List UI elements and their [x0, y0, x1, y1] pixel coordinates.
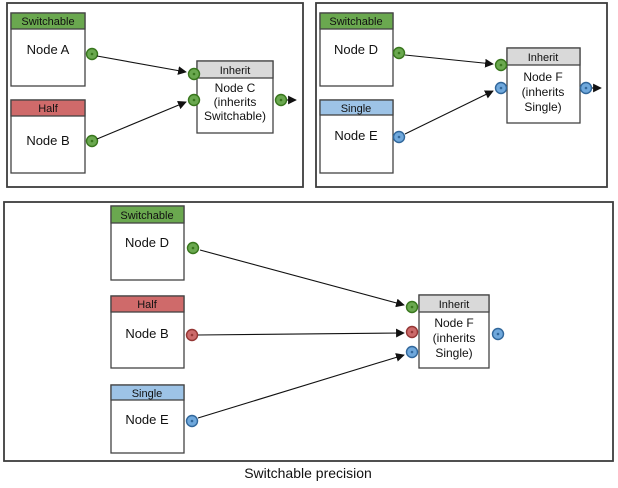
node-c: Inherit Node C (inherits Switchable): [187, 60, 297, 134]
node-a: Switchable Node A: [10, 12, 99, 87]
bottom-node-f-title-line2: (inherits: [433, 331, 476, 345]
panel-top-right: Switchable Node D Single Node E Inherit …: [315, 2, 608, 188]
bottom-node-f-type-label: Inherit: [439, 299, 470, 311]
edge-node-b-to-node-c: [96, 100, 187, 140]
node-b-type-label: Half: [38, 103, 59, 115]
node-f-title-line1: Node F: [523, 70, 562, 84]
bottom-node-e-output-port-dot: [190, 419, 194, 423]
node-c-title-line1: Node C: [215, 81, 256, 95]
bottom-node-b-type-label: Half: [137, 299, 158, 311]
node-f-input-port-1-dot: [499, 63, 503, 67]
bottom-node-e-header: [110, 384, 185, 401]
bottom-node-f-title-line1: Node F: [434, 316, 473, 330]
panel-top-left: Switchable Node A Half Node B Inherit No…: [6, 2, 304, 188]
edge-node-e-to-node-f: [404, 90, 494, 135]
node-f-output-port-dot: [584, 86, 588, 90]
node-e-header: [319, 99, 394, 116]
node-f: Inherit Node F (inherits Single): [494, 47, 602, 124]
bottom-node-f-output-port-dot: [496, 332, 500, 336]
node-e-title: Node E: [334, 128, 378, 143]
bottom-node-d: Switchable Node D: [110, 205, 200, 281]
node-c-input-port-2-dot: [192, 98, 196, 102]
node-d-type-label: Switchable: [329, 16, 382, 28]
node-f-header: [506, 47, 581, 66]
bottom-node-b: Half Node B: [110, 295, 199, 369]
node-f-title-line2: (inherits: [522, 85, 565, 99]
node-b: Half Node B: [10, 99, 99, 174]
node-b-title: Node B: [26, 133, 69, 148]
node-d: Switchable Node D: [319, 12, 406, 87]
node-e: Single Node E: [319, 99, 406, 174]
panel-bottom: Switchable Node D Half Node B Single Nod…: [3, 201, 614, 462]
node-a-output-port-dot: [90, 52, 94, 56]
panel-top-right-border: [315, 2, 608, 188]
edge-bottom-node-b-to-node-f: [197, 328, 405, 338]
bottom-node-b-header: [110, 295, 185, 313]
diagram-caption: Switchable precision: [244, 465, 372, 481]
node-c-output-port-dot: [279, 98, 283, 102]
bottom-node-f-input-port-3-dot: [410, 350, 414, 354]
node-c-title-line2: (inherits: [214, 95, 257, 109]
edge-node-a-to-node-c: [96, 55, 187, 75]
node-e-output-port-dot: [397, 135, 401, 139]
bottom-node-d-output-port-dot: [191, 246, 195, 250]
bottom-node-f: Inherit Node F (inherits Single): [405, 294, 505, 369]
node-a-type-label: Switchable: [21, 16, 74, 28]
node-e-type-label: Single: [341, 103, 372, 115]
edge-bottom-node-e-to-node-f: [197, 353, 405, 419]
edge-node-d-to-node-f: [404, 54, 494, 68]
node-a-title: Node A: [27, 42, 70, 57]
bottom-node-d-title: Node D: [125, 235, 169, 250]
bottom-node-f-title-line3: Single): [435, 346, 472, 360]
bottom-node-e-title: Node E: [125, 412, 169, 427]
node-d-header: [319, 12, 394, 30]
node-f-input-port-2-dot: [499, 86, 503, 90]
node-d-output-port-dot: [397, 51, 401, 55]
edge-bottom-node-d-to-node-f: [199, 249, 405, 308]
node-a-header: [10, 12, 86, 30]
bottom-node-d-header: [110, 205, 185, 224]
node-b-header: [10, 99, 86, 117]
panel-bottom-border: [3, 201, 614, 462]
node-c-title-line3: Switchable): [204, 109, 266, 123]
bottom-node-e-type-label: Single: [132, 388, 163, 400]
node-c-type-label: Inherit: [220, 65, 251, 77]
bottom-node-b-output-port-dot: [190, 333, 194, 337]
bottom-node-b-title: Node B: [125, 326, 168, 341]
bottom-node-f-header: [418, 294, 490, 313]
node-d-title: Node D: [334, 42, 378, 57]
node-f-title-line3: Single): [524, 100, 561, 114]
bottom-node-f-input-port-2-dot: [410, 330, 414, 334]
bottom-node-e: Single Node E: [110, 384, 199, 454]
bottom-node-d-type-label: Switchable: [120, 210, 173, 222]
bottom-node-f-input-port-1-dot: [410, 305, 414, 309]
node-c-input-port-1-dot: [192, 72, 196, 76]
node-f-type-label: Inherit: [528, 52, 559, 64]
panel-top-left-border: [6, 2, 304, 188]
node-b-output-port-dot: [90, 139, 94, 143]
